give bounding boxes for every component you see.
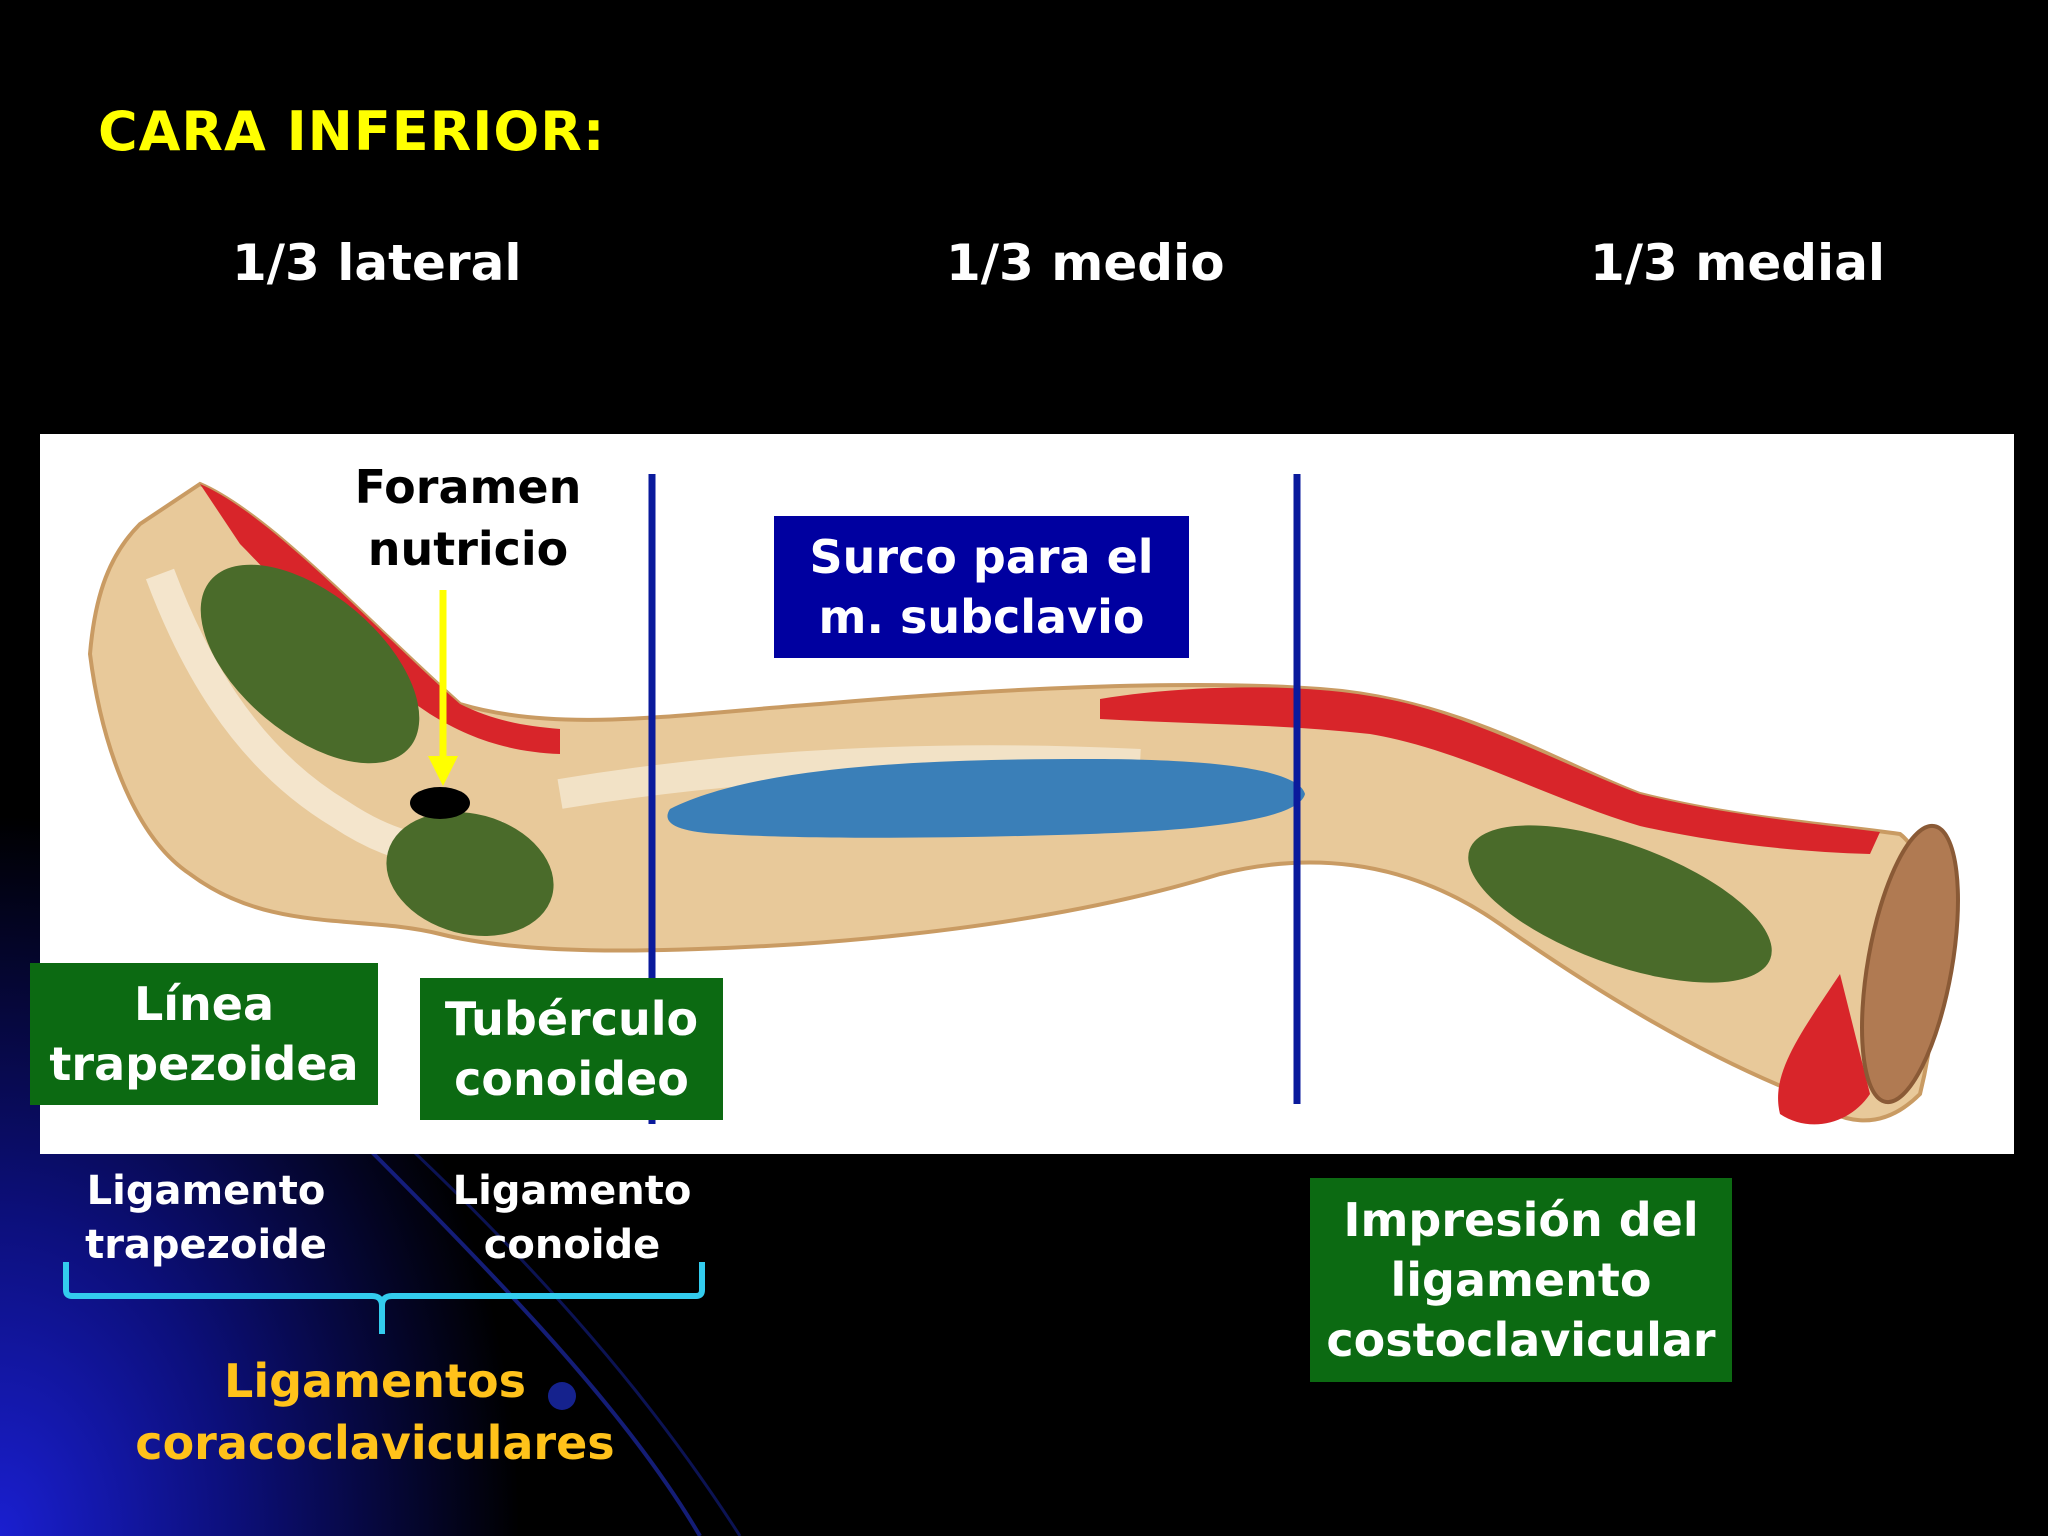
impresion-costoclavicular-box: Impresión del ligamento costoclavicular [1310,1178,1732,1382]
ligamento-trapezoide-line2: trapezoide [85,1222,327,1268]
coracoclaviculares-line1: Ligamentos [224,1354,526,1408]
impresion-label-line2: ligamento [1390,1253,1652,1307]
third-lateral-label: 1/3 lateral [232,234,522,292]
ligamento-trapezoide-line1: Ligamento [86,1168,326,1214]
slide-title: CARA INFERIOR: [98,100,606,163]
tuberculo-conoideo-box: Tubérculo conoideo [420,978,723,1120]
impresion-label-line3: costoclavicular [1326,1313,1716,1367]
ligamento-conoide-line2: conoide [483,1222,661,1268]
red-muscle-lateral [200,484,560,754]
costoclavicular-impression [1468,825,1772,983]
foramen-label-line1: Foramen [354,460,582,514]
subclavius-groove [667,759,1305,838]
red-muscle-medial [1100,687,1880,854]
ligamento-conoide-label: Ligamento conoide [440,1164,704,1272]
coracoclaviculares-label: Ligamentos coracoclaviculares [130,1350,620,1474]
impresion-label-line1: Impresión del [1343,1193,1699,1247]
surco-label-box: Surco para el m. subclavio [774,516,1189,658]
clavicle-illustration [87,474,1960,1125]
foramen-label: Foramen nutricio [348,456,588,580]
trapezoid-impression [200,564,420,764]
linea-label-line1: Línea [133,977,275,1031]
nutrient-foramen [410,787,470,819]
tuberculo-label-line2: conoideo [454,1052,689,1106]
ligamento-trapezoide-label: Ligamento trapezoide [78,1164,334,1272]
third-medio-label: 1/3 medio [946,234,1225,292]
coracoclaviculares-line2: coracoclaviculares [135,1416,615,1470]
tuberculo-label-line1: Tubérculo [444,992,699,1046]
linea-trapezoidea-box: Línea trapezoidea [30,963,378,1105]
surco-label-line1: Surco para el [809,530,1154,584]
third-medial-label: 1/3 medial [1590,234,1886,292]
red-muscle-end [1778,974,1870,1125]
foramen-label-line2: nutricio [367,522,569,576]
ligamento-conoide-line1: Ligamento [452,1168,692,1214]
sternal-articular-surface [1860,823,1960,1105]
linea-label-line2: trapezoidea [49,1037,359,1091]
foramen-arrow-head [428,756,458,786]
conoid-impression [386,812,554,936]
surco-label-line2: m. subclavio [818,590,1145,644]
